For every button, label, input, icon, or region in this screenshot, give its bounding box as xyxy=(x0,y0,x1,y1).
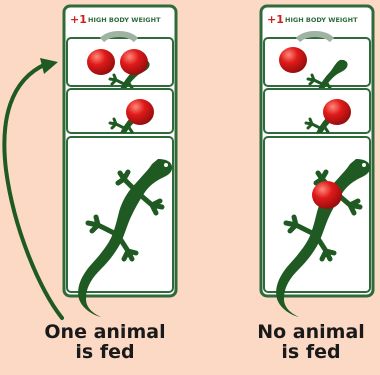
trait-bonus: +1 xyxy=(267,13,284,26)
caption-one-animal-fed: One animal is fed xyxy=(40,322,170,362)
trait-bonus: +1 xyxy=(70,13,87,26)
trait-name: HIGH BODY WEIGHT xyxy=(285,16,358,24)
red-food-token xyxy=(279,47,307,73)
red-food-token xyxy=(312,181,342,209)
caption-line: One animal xyxy=(40,322,170,342)
red-food-token xyxy=(120,49,148,75)
red-food-token xyxy=(87,49,115,75)
red-food-token xyxy=(323,99,351,125)
red-food-token xyxy=(126,99,154,125)
caption-line: is fed xyxy=(246,342,376,362)
curved-arrow xyxy=(4,58,62,318)
card-stack-left: +1 HIGH BODY WEIGHT xyxy=(64,6,176,317)
trait-name: HIGH BODY WEIGHT xyxy=(88,16,161,24)
caption-no-animal-fed: No animal is fed xyxy=(246,322,376,362)
caption-line: is fed xyxy=(40,342,170,362)
card-stack-right: +1 HIGH BODY WEIGHT xyxy=(261,6,373,317)
caption-line: No animal xyxy=(246,322,376,342)
